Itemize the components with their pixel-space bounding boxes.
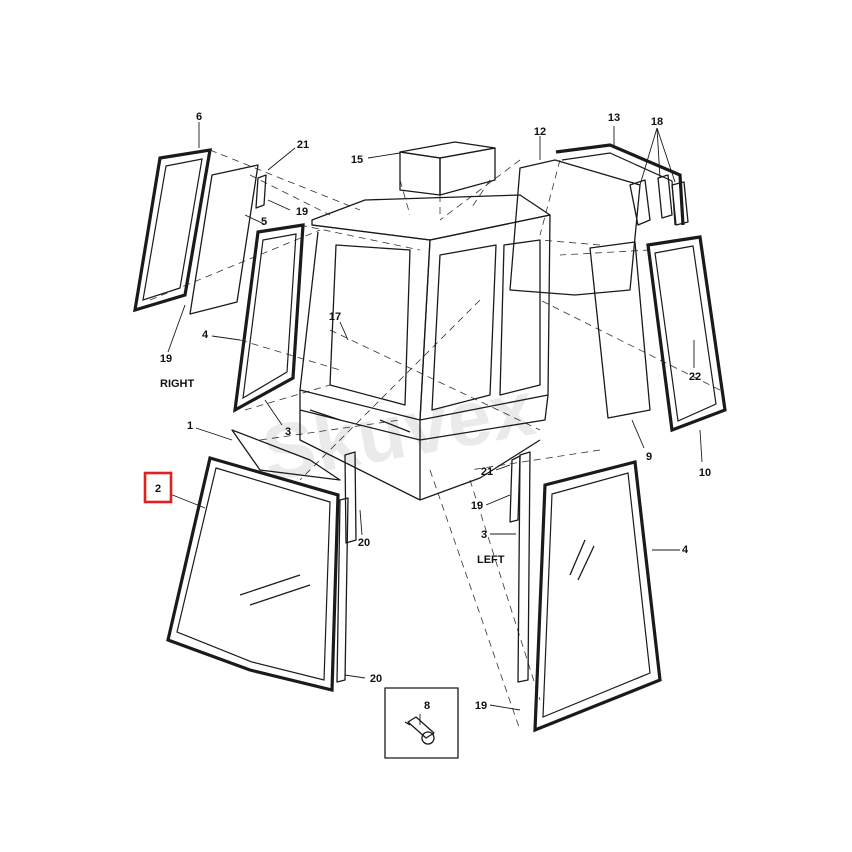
callout-3: 3: [285, 426, 291, 438]
part-2-windshield-frame: [166, 455, 340, 693]
part-3-left-door-glass: [509, 451, 531, 683]
callout-22: 22: [689, 371, 701, 383]
callout-4: 4: [202, 329, 209, 341]
callout-19: 19: [160, 353, 172, 365]
cab-body: [299, 194, 551, 501]
callout-19: 19: [296, 206, 308, 218]
callout-1: 1: [187, 420, 193, 432]
callout-21: 21: [297, 139, 309, 151]
callout-5: 5: [261, 216, 267, 228]
callout-2-highlight-box: [143, 471, 173, 504]
callout-15: 15: [351, 154, 363, 166]
callout-3: 3: [481, 529, 487, 541]
part-15-roof-panel: [399, 141, 496, 196]
part-12-rear-upper-glass: [509, 159, 641, 296]
part-4-left-door-glass-frame: [533, 459, 662, 733]
part-21-seal-strip-right: [255, 174, 267, 209]
part-18-seal-strips: [629, 174, 689, 226]
part-8-bolt-inset: [384, 687, 459, 759]
side-label-right: RIGHT: [160, 378, 195, 390]
callout-21: 21: [481, 466, 493, 478]
part-4-right-door-glass-frame: [233, 223, 305, 413]
callout-17: 17: [329, 311, 341, 323]
callout-19: 19: [471, 500, 483, 512]
callout-20: 20: [370, 673, 382, 685]
leader-lines: [167, 122, 703, 725]
part-9-left-rear-glass-panel: [589, 241, 651, 419]
callout-8: 8: [424, 700, 430, 712]
part-20-seal-strips: [336, 451, 357, 683]
callout-labels: 6 21 19 5 4 19 15 12 13 18 17 22 1 3 9 1…: [155, 111, 711, 712]
callout-9: 9: [646, 451, 652, 463]
callout-2: 2: [155, 483, 161, 495]
watermark: Skuvex: [256, 363, 540, 497]
part-10-left-rear-glass-frame: [646, 235, 727, 433]
callout-6: 6: [196, 111, 202, 123]
callout-10: 10: [699, 467, 711, 479]
callout-4: 4: [682, 544, 689, 556]
callout-12: 12: [534, 126, 546, 138]
callout-20: 20: [358, 537, 370, 549]
part-13-rear-upper-frame: [555, 143, 685, 226]
part-5-right-glass-panel: [189, 164, 259, 315]
part-1-front-upper-glass: [231, 429, 341, 481]
callout-13: 13: [608, 112, 620, 124]
side-label-left: LEFT: [477, 554, 505, 566]
callout-18: 18: [651, 116, 663, 128]
callout-19: 19: [475, 700, 487, 712]
part-6-right-rear-glass-frame: [133, 148, 212, 313]
